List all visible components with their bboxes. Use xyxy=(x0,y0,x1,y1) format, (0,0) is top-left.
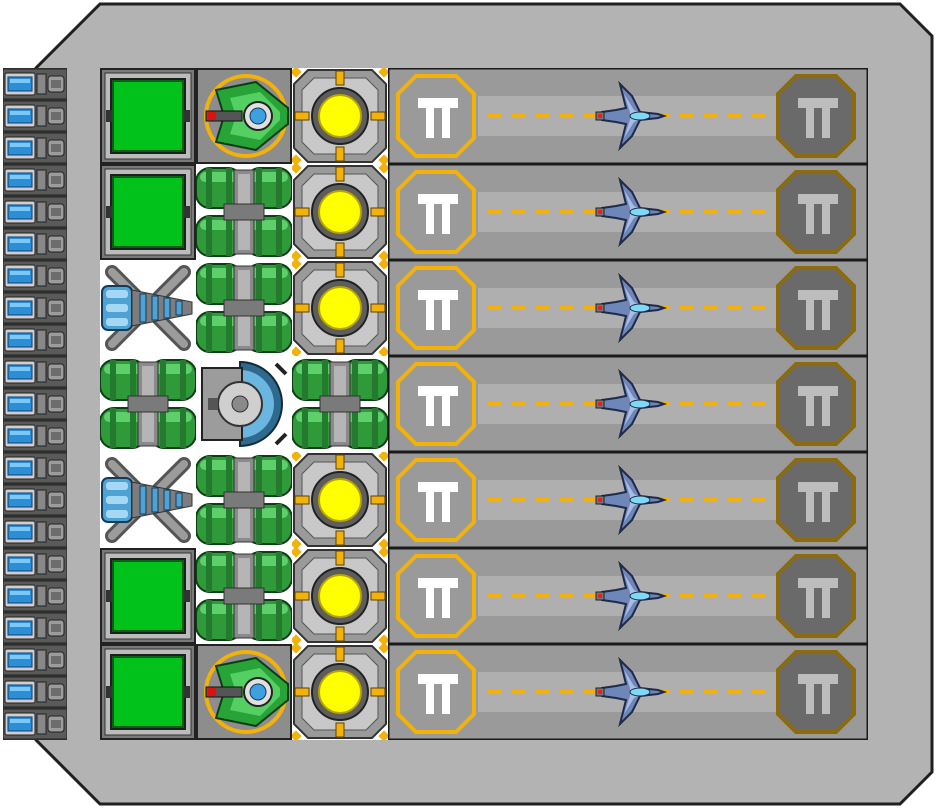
fuel-tank-module[interactable] xyxy=(292,356,388,452)
battery-cell-icon xyxy=(3,580,67,612)
reactor-core-module[interactable] xyxy=(292,452,388,548)
launch-pad-icon[interactable] xyxy=(396,74,476,158)
battery-cell-icon xyxy=(3,228,67,260)
battery-cell-icon xyxy=(3,164,67,196)
battery-cell-icon xyxy=(3,676,67,708)
reactor-core-module[interactable] xyxy=(292,68,388,164)
fighter-ship-icon[interactable] xyxy=(595,176,668,248)
battery-cell-icon xyxy=(3,708,67,740)
armor-block-module[interactable] xyxy=(100,68,196,164)
battery-cell-icon xyxy=(3,420,67,452)
battery-cell-icon xyxy=(3,452,67,484)
fighter-turret-module[interactable] xyxy=(196,644,292,740)
launch-pad-icon[interactable] xyxy=(396,554,476,638)
launch-pad-icon[interactable] xyxy=(396,170,476,254)
battery-cell-icon xyxy=(3,612,67,644)
battery-column xyxy=(3,68,67,740)
fighter-turret-module[interactable] xyxy=(196,68,292,164)
battery-cell-icon xyxy=(3,388,67,420)
battery-cell-icon xyxy=(3,644,67,676)
battery-cell-icon xyxy=(3,548,67,580)
landing-pad-icon[interactable] xyxy=(776,74,856,158)
landing-pad-icon[interactable] xyxy=(776,650,856,734)
fuel-tank-module[interactable] xyxy=(196,164,292,260)
module-grid xyxy=(100,68,388,740)
landing-pad-icon[interactable] xyxy=(776,266,856,350)
battery-cell-icon xyxy=(3,292,67,324)
hangar-bay[interactable] xyxy=(388,68,868,164)
launch-pad-icon[interactable] xyxy=(396,458,476,542)
battery-cell-icon xyxy=(3,484,67,516)
landing-pad-icon[interactable] xyxy=(776,362,856,446)
hangar-bay[interactable] xyxy=(388,260,868,356)
armor-block-module[interactable] xyxy=(100,644,196,740)
reactor-core-module[interactable] xyxy=(292,548,388,644)
battery-cell-icon xyxy=(3,68,67,100)
hangar-bay[interactable] xyxy=(388,356,868,452)
battery-cell-icon xyxy=(3,324,67,356)
battery-cell-icon xyxy=(3,132,67,164)
fighter-ship-icon[interactable] xyxy=(595,80,668,152)
fuel-tank-module[interactable] xyxy=(196,260,292,356)
reactor-core-module[interactable] xyxy=(292,260,388,356)
fighter-ship-icon[interactable] xyxy=(595,656,668,728)
fighter-ship-icon[interactable] xyxy=(595,368,668,440)
heat-sink-module[interactable] xyxy=(100,260,196,356)
launch-pad-icon[interactable] xyxy=(396,362,476,446)
battery-cell-icon xyxy=(3,100,67,132)
shield-generator-module[interactable] xyxy=(196,356,292,452)
heat-sink-module[interactable] xyxy=(100,452,196,548)
battery-cell-icon xyxy=(3,260,67,292)
battery-cell-icon xyxy=(3,196,67,228)
hangar-bay[interactable] xyxy=(388,644,868,740)
fighter-ship-icon[interactable] xyxy=(595,464,668,536)
hangar-bay[interactable] xyxy=(388,548,868,644)
armor-block-module[interactable] xyxy=(100,164,196,260)
fuel-tank-module[interactable] xyxy=(100,356,196,452)
fighter-ship-icon[interactable] xyxy=(595,272,668,344)
landing-pad-icon[interactable] xyxy=(776,554,856,638)
hangar-bay[interactable] xyxy=(388,452,868,548)
landing-pad-icon[interactable] xyxy=(776,170,856,254)
landing-pad-icon[interactable] xyxy=(776,458,856,542)
reactor-core-module[interactable] xyxy=(292,164,388,260)
hangar-bay[interactable] xyxy=(388,164,868,260)
battery-cell-icon xyxy=(3,356,67,388)
armor-block-module[interactable] xyxy=(100,548,196,644)
reactor-core-module[interactable] xyxy=(292,644,388,740)
fuel-tank-module[interactable] xyxy=(196,548,292,644)
fighter-ship-icon[interactable] xyxy=(595,560,668,632)
fuel-tank-module[interactable] xyxy=(196,452,292,548)
launch-pad-icon[interactable] xyxy=(396,266,476,350)
battery-cell-icon xyxy=(3,516,67,548)
launch-pad-icon[interactable] xyxy=(396,650,476,734)
